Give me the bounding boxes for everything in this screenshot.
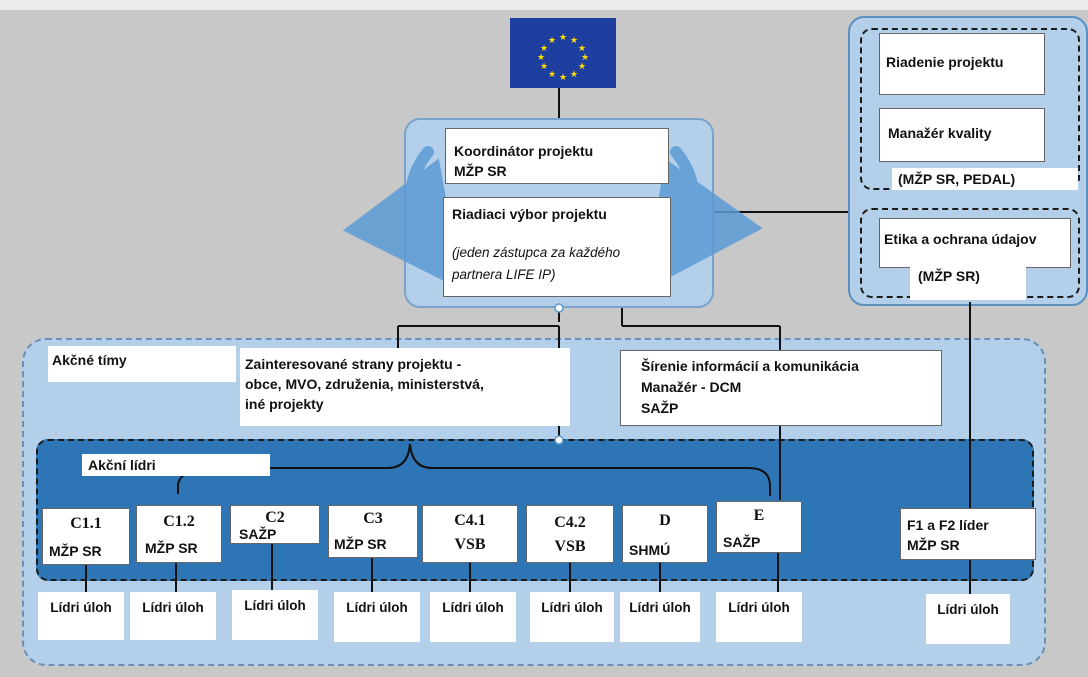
svg-text:★: ★ <box>570 70 578 80</box>
leader-org: VSB <box>554 538 586 555</box>
steering-note-line1: (jeden zástupca za každého <box>452 245 621 260</box>
svg-text:★: ★ <box>581 53 589 63</box>
leader-code: C1.2 <box>163 513 195 530</box>
stakeholders-line2: obce, MVO, združenia, ministerstvá, <box>245 376 484 392</box>
f-leader-line2: MŽP SR <box>907 537 960 553</box>
steering-note-line2: partnera LIFE IP) <box>452 267 556 282</box>
coordinator-title: Koordinátor projektu <box>454 143 594 159</box>
svg-text:★: ★ <box>578 62 586 72</box>
leader-org: SHMÚ <box>629 542 671 558</box>
leader-org: MŽP SR <box>145 540 198 556</box>
ethics-box: Etika a ochrana údajov <box>879 218 1071 268</box>
leader-org: MŽP SR <box>334 536 387 552</box>
leader-org: VSB <box>454 536 486 553</box>
svg-text:★: ★ <box>548 70 556 80</box>
svg-text:★: ★ <box>559 33 567 43</box>
task-leaders-box: Lídri úloh <box>530 592 614 642</box>
stakeholders-line3: iné projekty <box>245 396 324 412</box>
ethics-org-box: (MŽP SR) <box>910 262 1026 300</box>
management-orgs-label: (MŽP SR, PEDAL) <box>898 171 1016 187</box>
steering-title: Riadiaci výbor projektu <box>452 206 607 222</box>
leader-box-c4-1: C4.1 VSB <box>422 505 518 563</box>
f-leader-line1: F1 a F2 líder <box>907 517 989 533</box>
task-leaders-box: Lídri úloh <box>130 592 216 640</box>
svg-text:★: ★ <box>540 44 548 54</box>
svg-text:★: ★ <box>570 36 578 46</box>
project-management-box: Riadenie projektu <box>879 33 1045 95</box>
leader-box-c3: C3 MŽP SR <box>328 505 418 558</box>
task-leaders-box: Lídri úloh <box>38 592 124 640</box>
eu-flag: ★ ★ ★ ★ ★ ★ ★ ★ ★ ★ ★ ★ <box>510 18 616 88</box>
stakeholders-box: Zainteresované strany projektu - obce, M… <box>240 348 570 426</box>
leader-box-c2: C2 SAŽP <box>230 505 320 544</box>
leader-box-c1-2: C1.2 MŽP SR <box>136 505 222 563</box>
quality-manager-label: Manažér kvality <box>888 125 992 141</box>
leader-code: C4.2 <box>554 514 586 531</box>
stakeholders-line1: Zainteresované strany projektu - <box>245 356 462 372</box>
leader-code: C1.1 <box>70 515 102 532</box>
task-leaders-box: Lídri úloh <box>620 592 700 642</box>
coordinator-org: MŽP SR <box>454 163 507 179</box>
leader-code: C4.1 <box>454 512 486 529</box>
action-leaders-label-box: Akční lídri <box>82 454 270 476</box>
leader-code: C3 <box>363 510 383 527</box>
leader-org: SAŽP <box>239 526 277 542</box>
top-strip <box>0 0 1088 10</box>
svg-text:★: ★ <box>540 62 548 72</box>
leader-box-e: E SAŽP <box>716 501 802 553</box>
leader-box-d: D SHMÚ <box>622 505 708 563</box>
leader-code: D <box>659 512 671 529</box>
quality-manager-box: Manažér kvality <box>879 108 1045 162</box>
ethics-title: Etika a ochrana údajov <box>884 231 1037 247</box>
coordinator-box: Koordinátor projektu MŽP SR <box>445 128 669 184</box>
action-leaders-title: Akční lídri <box>88 457 156 473</box>
leader-box-c1-1: C1.1 MŽP SR <box>42 508 130 565</box>
dissemination-box: Šírenie informácií a komunikácia Manažér… <box>620 350 942 426</box>
task-leaders-box: Lídri úloh <box>334 592 420 642</box>
action-teams-label: Akčné tímy <box>48 346 236 382</box>
ethics-org-label: (MŽP SR) <box>918 268 980 284</box>
leader-code: E <box>753 507 765 524</box>
dissemination-line3: SAŽP <box>641 400 679 416</box>
action-teams-title: Akčné tímy <box>52 352 127 368</box>
leader-code: C2 <box>265 509 285 526</box>
leader-box-c4-2: C4.2 VSB <box>526 505 614 563</box>
task-leaders-box: Lídri úloh <box>926 594 1010 644</box>
task-leaders-box: Lídri úloh <box>716 592 802 642</box>
svg-text:★: ★ <box>537 53 545 63</box>
dissemination-line1: Šírenie informácií a komunikácia <box>641 358 859 374</box>
project-management-label: Riadenie projektu <box>886 54 1004 70</box>
task-leaders-box: Lídri úloh <box>232 590 318 640</box>
f-leader-box: F1 a F2 líder MŽP SR <box>900 508 1036 560</box>
leader-org: SAŽP <box>723 534 761 550</box>
task-leaders-box: Lídri úloh <box>430 592 516 642</box>
steering-committee-box: Riadiaci výbor projektu (jeden zástupca … <box>443 197 671 297</box>
svg-text:★: ★ <box>578 44 586 54</box>
svg-text:★: ★ <box>548 36 556 46</box>
eu-stars-icon: ★ ★ ★ ★ ★ ★ ★ ★ ★ ★ ★ ★ <box>537 33 589 83</box>
management-orgs-box: (MŽP SR, PEDAL) <box>892 168 1078 190</box>
svg-text:★: ★ <box>559 73 567 83</box>
leader-org: MŽP SR <box>49 543 102 559</box>
dissemination-line2: Manažér - DCM <box>641 379 742 395</box>
